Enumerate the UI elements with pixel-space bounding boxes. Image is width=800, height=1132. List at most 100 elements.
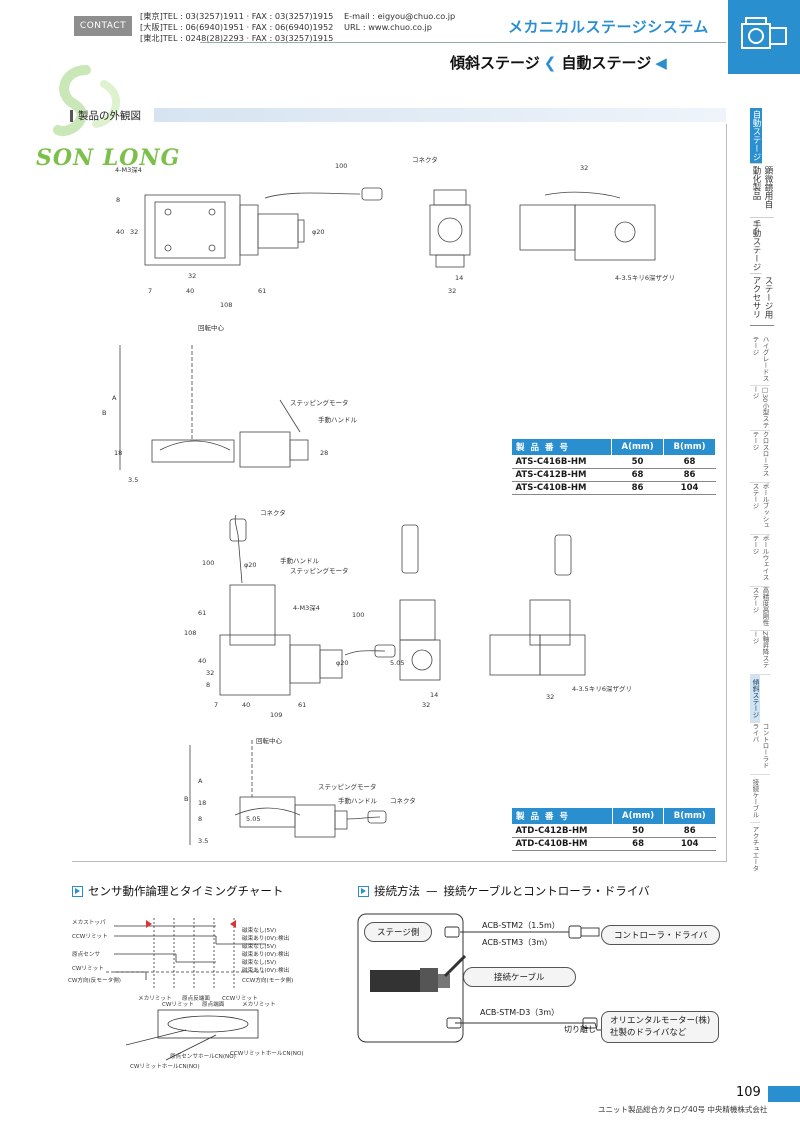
- stage-side-label: ステージ側: [364, 922, 433, 942]
- timing-bottom-4: 原点端面: [202, 1000, 225, 1008]
- connect-title2: 接続ケーブルとコントローラ・ドライバ: [443, 884, 650, 898]
- atd-label-connector: コネクタ: [260, 508, 286, 517]
- subtab-tilt[interactable]: 傾斜ステージ: [750, 675, 760, 723]
- table2-b: 86: [663, 824, 716, 838]
- ats-label-32c: 32: [188, 272, 196, 280]
- drawing-frame: [72, 124, 727, 862]
- category-title: メカニカルステージシステム: [508, 18, 709, 36]
- timing-bottom-2: CWリミット: [162, 1002, 194, 1008]
- atd-label-32b: 32: [422, 701, 430, 709]
- timing-chart: メカストッパ CCWリミット 原点センサ CWリミット CW方向(反モータ側) …: [68, 918, 304, 1070]
- url-link[interactable]: URL : www.chuo.co.jp: [344, 22, 432, 32]
- atd-side-505: 5.05: [246, 815, 260, 823]
- subtab-ballway[interactable]: ボールウェイステージ: [750, 535, 770, 587]
- tab-accessory[interactable]: ステージ用アクセサリ: [750, 274, 774, 326]
- atd-label-32: 32: [206, 669, 214, 677]
- cable-stm-d3: ACB-STM-D3（3m）: [480, 1008, 560, 1017]
- subtab-zaxis[interactable]: Z軸昇降ステージ: [750, 631, 770, 675]
- atd-label-14: 14: [430, 691, 438, 699]
- atd-side-35: 3.5: [198, 837, 208, 845]
- atd-label-100a: 100: [202, 559, 214, 567]
- ats-label-32d: 32: [448, 287, 456, 295]
- ats-side-18: 18: [114, 449, 122, 457]
- timing-bottom-3: 原点反端面: [182, 994, 210, 1002]
- connect-heading: 接続方法—接続ケーブルとコントローラ・ドライバ: [358, 883, 650, 899]
- section-bar: [154, 108, 726, 122]
- atd-side-center: 回転中心: [256, 736, 283, 745]
- subtab-highprecision[interactable]: 高精度高剛性ステージ: [750, 587, 770, 631]
- subtab-ballbush[interactable]: ボールブッシュステージ: [750, 483, 770, 535]
- cable-stm2: ACB-STM2（1.5m）: [482, 921, 560, 930]
- drawing-ats: 4-M3深4 100 コネクタ 32 8 40 32 φ20 32 7 40 6…: [102, 155, 675, 484]
- subtab-highgrade[interactable]: ハイグレードステージ: [750, 336, 770, 386]
- ats-label-8: 8: [116, 196, 120, 204]
- subtab-cable[interactable]: 接続ケーブル: [750, 775, 760, 823]
- timing-right-1: 磁束なし(5V): [242, 926, 276, 934]
- atd-side-handle: 手動ハンドル: [338, 796, 378, 805]
- timing-ccw-dir: CCW方向(モータ側): [242, 976, 293, 984]
- tab-microscope[interactable]: 顕微鏡用自動化製品: [750, 164, 774, 218]
- sensor-cw-hole: CWリミットホールCN(NO): [130, 1063, 200, 1070]
- ats-side-center: 回転中心: [198, 323, 225, 332]
- table1-header-a: A(mm): [611, 438, 665, 456]
- ats-label-7: 7: [148, 287, 152, 295]
- subtitle-main: 傾斜ステージ: [450, 54, 540, 72]
- page-subtitle: 傾斜ステージ❮ 自動ステージ◀: [450, 52, 667, 73]
- oriental-line1: オリエンタルモーター(株): [610, 1016, 711, 1026]
- subtitle-sub: 自動ステージ: [561, 54, 652, 72]
- ats-label-phi20: φ20: [312, 228, 325, 236]
- table1-b: 104: [663, 481, 716, 495]
- category-icon-box: [728, 0, 800, 74]
- sensor-heading: センサ動作論理とタイミングチャート: [72, 883, 283, 899]
- subtab-actuator[interactable]: アクチュエータ: [751, 826, 759, 872]
- atd-label-61b: 61: [298, 701, 306, 709]
- atd-label-505: 5.05: [390, 659, 404, 667]
- controller-label: コントローラ・ドライバ: [601, 925, 721, 945]
- stage-icon: [741, 17, 787, 49]
- table1-model: ATS-C412B-HM: [511, 468, 612, 482]
- atd-label-32c: 32: [546, 693, 554, 701]
- ats-label-32b: 32: [130, 228, 138, 236]
- email-link[interactable]: E-mail : eigyou@chuo.co.jp: [344, 11, 456, 21]
- ats-top-body: [144, 194, 241, 266]
- cut-label: 切り離し: [564, 1025, 596, 1034]
- ats-label-32a: 32: [580, 164, 588, 172]
- atd-label-109: 109: [270, 711, 282, 719]
- atd-side-connector: コネクタ: [390, 796, 416, 805]
- atd-side-8: 8: [198, 815, 202, 823]
- table2-header-b: B(mm): [663, 807, 716, 825]
- phone-osaka: [大阪]TEL : 06(6940)1951 · FAX : 06(6940)1…: [140, 22, 334, 32]
- timing-right-3: 磁束なし(5V): [242, 942, 276, 950]
- ats-side-a: A: [112, 394, 117, 402]
- timing-bottom-1: メカリミット: [138, 995, 172, 1002]
- ats-label-connector: コネクタ: [412, 155, 438, 164]
- atd-label-phi20b: φ20: [336, 659, 349, 667]
- atd-label-61: 61: [198, 609, 206, 617]
- header-divider: [200, 42, 726, 43]
- tab-manual-stage[interactable]: 手動ステージ: [750, 218, 762, 274]
- subtab-crossroller[interactable]: クロスローラステージ: [750, 431, 770, 483]
- section-title: 製品の外観図: [70, 108, 141, 123]
- dash-separator: —: [426, 884, 438, 898]
- drawing-atd: コネクタ 100 φ20 手動ハンドル ステッピングモータ 4-M3深4 100…: [184, 508, 632, 845]
- atd-label-108: 108: [184, 629, 196, 637]
- table1-model: ATS-C410B-HM: [511, 481, 612, 495]
- atd-label-7: 7: [214, 701, 218, 709]
- tab-auto-stage[interactable]: 自動ステージ: [750, 108, 762, 164]
- sensor-ccw-hole: CCWリミットホールCN(NO): [230, 1050, 304, 1057]
- phone-tokyo: [東京]TEL : 03(3257)1911 · FAX : 03(3257)1…: [140, 11, 334, 21]
- subtab-controller[interactable]: コントローラドライバ: [750, 723, 770, 775]
- timing-right-6: 磁束あり(0V):検出: [242, 966, 289, 974]
- timing-bottom-6: メカリミット: [242, 1001, 276, 1008]
- table2-header-model: 製品番号: [511, 807, 613, 825]
- footer-bar: [768, 1086, 800, 1102]
- atd-label-phi20a: φ20: [244, 561, 257, 569]
- atd-label-100b: 100: [352, 611, 364, 619]
- table2-a: 68: [612, 837, 664, 851]
- atd-side-18: 18: [198, 799, 206, 807]
- phone-list: [東京]TEL : 03(3257)1911 · FAX : 03(3257)1…: [140, 11, 333, 44]
- subtab-small30[interactable]: □30小型ステージ: [750, 386, 770, 431]
- ats-label-14: 14: [455, 274, 463, 282]
